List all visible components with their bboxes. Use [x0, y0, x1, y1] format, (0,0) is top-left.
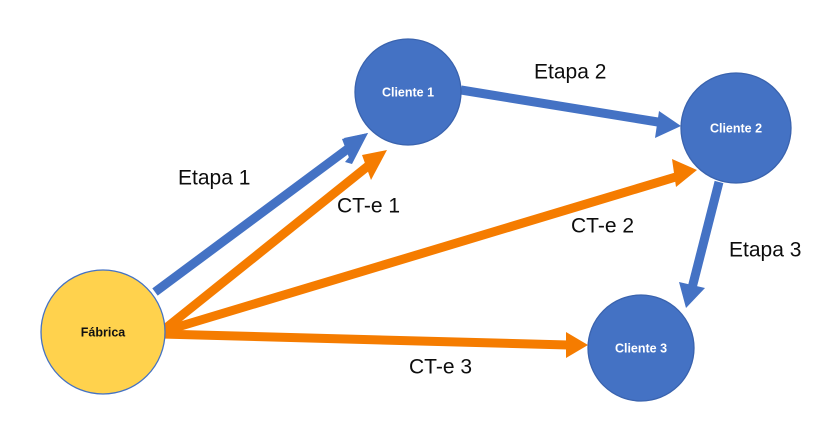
node-cliente2[interactable]: Cliente 2 [680, 72, 792, 184]
node-cliente1-label: Cliente 1 [382, 85, 434, 99]
node-cliente2-label: Cliente 2 [710, 121, 762, 135]
edge-label-ct-e-1: CT-e 1 [337, 195, 400, 218]
node-fabrica-label: Fábrica [81, 325, 127, 339]
edge-etapa1-arrowhead-solid [342, 133, 368, 163]
edge-etapa3-arrowhead [679, 282, 705, 308]
edge-ct-e-1-arrowhead [362, 150, 387, 180]
node-cliente3-label: Cliente 3 [615, 341, 667, 355]
edge-etapa1[interactable] [152, 133, 368, 296]
node-cliente3-shape [587, 294, 695, 402]
edge-layer [152, 85, 724, 358]
edge-ct-e-1-line [158, 158, 376, 336]
node-fabrica[interactable]: Fábrica [40, 269, 166, 395]
edge-ct-e-3-arrowhead [566, 332, 588, 358]
edge-ct-e-3[interactable] [160, 329, 588, 358]
edge-ct-e-2[interactable] [159, 159, 697, 337]
edge-ct-e-1[interactable] [158, 150, 387, 336]
edge-label-etapa1: Etapa 1 [178, 167, 250, 190]
node-cliente1-shape [354, 38, 462, 146]
node-cliente3[interactable]: Cliente 3 [587, 294, 695, 402]
node-fabrica-shape [40, 269, 166, 395]
edge-etapa2-line [460, 85, 665, 128]
node-cliente2-shape [680, 72, 792, 184]
node-cliente1[interactable]: Cliente 1 [354, 38, 462, 146]
edge-label-ct-e-2: CT-e 2 [571, 215, 634, 238]
edge-ct-e-2-line [159, 171, 681, 337]
edge-etapa3[interactable] [679, 180, 724, 308]
edge-etapa2-arrowhead [655, 111, 681, 138]
node-layer: Fábrica Cliente 1 Cliente 2 Cliente 3 [40, 38, 792, 402]
edge-ct-e-3-line [160, 329, 569, 350]
edge-etapa2[interactable] [460, 85, 681, 138]
edge-label-layer: Etapa 1 CT-e 1 Etapa 2 CT-e 2 Etapa 3 CT… [178, 61, 801, 379]
edge-etapa3-line [687, 180, 724, 290]
edge-ct-e-2-arrowhead [672, 159, 697, 187]
edge-label-ct-e-3: CT-e 3 [409, 356, 472, 379]
edge-label-etapa3: Etapa 3 [729, 239, 801, 262]
edge-etapa1-line [152, 141, 356, 296]
edge-label-etapa2: Etapa 2 [534, 61, 606, 84]
